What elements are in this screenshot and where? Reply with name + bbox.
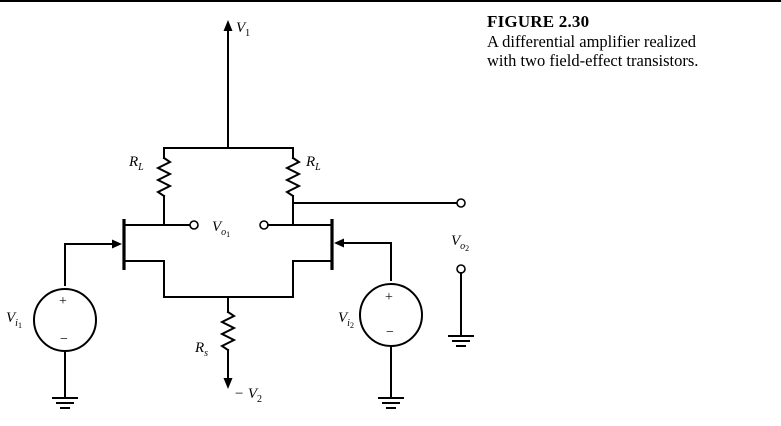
vo2-label: Vo2 (451, 233, 469, 253)
caption-line-2: with two field-effect transistors. (487, 51, 699, 70)
vo2-bottom-terminal (456, 264, 466, 274)
vi1-plus-sign: + (59, 294, 67, 309)
vi2-plus-sign: + (385, 290, 393, 305)
vo2-ground-symbol (448, 335, 474, 347)
vi1-label: Vi1 (6, 310, 22, 330)
vi2-label: Vi2 (338, 310, 354, 330)
left-gate-lead (64, 239, 122, 286)
figure-caption: FIGURE 2.30 A differential amplifier rea… (487, 12, 777, 70)
supply-v2-arrow (223, 378, 233, 389)
supply-v2-label: − V2 (234, 386, 262, 405)
right-gate-lead (334, 238, 392, 281)
right-load-label: RL (305, 154, 321, 173)
vo1-right-terminal (259, 220, 269, 230)
vi2-ground-symbol (378, 397, 404, 409)
vi1-minus-sign: − (60, 332, 68, 347)
vo1-label: Vo1 (212, 219, 230, 239)
right-fet (292, 219, 334, 298)
vo2-top-terminal (456, 198, 466, 208)
vi2-source (359, 283, 423, 399)
right-load-resistor (284, 147, 302, 226)
left-fet (122, 219, 165, 298)
supply-v1-arrow (223, 20, 233, 149)
source-resistor-label: Rs (194, 340, 208, 359)
supply-v1-label: V1 (236, 20, 250, 39)
vi1-source (33, 288, 97, 399)
vo1-left-terminal (189, 220, 199, 230)
vi1-ground-symbol (52, 397, 78, 409)
top-rule (0, 0, 781, 2)
left-load-label: RL (128, 154, 144, 173)
source-resistor (219, 296, 237, 379)
figure-label: FIGURE 2.30 (487, 12, 590, 31)
vi2-minus-sign: − (386, 325, 394, 340)
left-load-resistor (155, 147, 173, 226)
caption-line-1: A differential amplifier realized (487, 32, 697, 51)
